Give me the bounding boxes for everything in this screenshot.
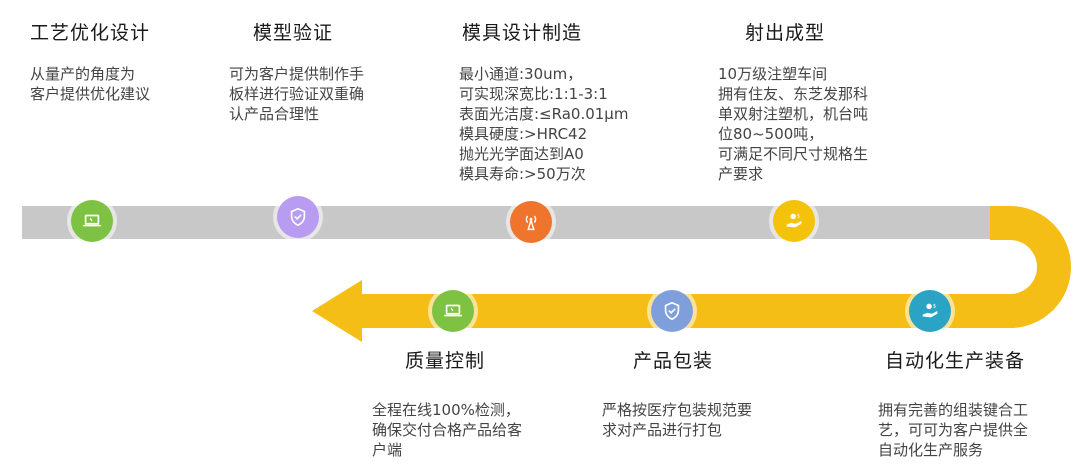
- arrow-head: [312, 280, 362, 342]
- stage-node-packaging: [651, 290, 693, 332]
- stage-node-process-design: [71, 200, 113, 242]
- stage-node-mold-manufacturing: [510, 201, 552, 243]
- stage-desc-packaging: 严格按医疗包装规范要 求对产品进行打包: [602, 401, 753, 439]
- stage-title-automation: 自动化生产装备: [885, 350, 1026, 372]
- stage-title-packaging: 产品包装: [633, 350, 714, 372]
- stage-title-mold-manufacturing: 模具设计制造: [462, 22, 583, 44]
- stage-desc-injection-molding: 10万级注塑车间 拥有住友、东芝发那科 单双射注塑机，机台吨 位80~500吨，…: [718, 65, 869, 183]
- stage-desc-mold-manufacturing: 最小通道:30um， 可实现深宽比:1:1-3:1 表面光洁度:≤Ra0.01μ…: [459, 65, 629, 183]
- laptop-icon: [82, 214, 102, 227]
- hand-money-icon: $: [786, 213, 802, 228]
- hand-money-icon: $: [922, 303, 938, 318]
- stage-desc-quality-control: 全程在线100%检测， 确保交付合格产品给客 户端: [372, 401, 523, 459]
- stage-desc-process-design: 从量产的角度为 客户提供优化建议: [30, 65, 151, 103]
- svg-text:$: $: [797, 213, 801, 219]
- stage-title-injection-molding: 射出成型: [745, 22, 826, 44]
- svg-text:$: $: [933, 303, 937, 309]
- shield-icon: [664, 301, 680, 321]
- signal-tower-icon: [525, 215, 537, 231]
- laptop-icon: [443, 304, 463, 317]
- stage-node-injection-molding: $: [773, 200, 815, 242]
- shield-icon: [290, 207, 306, 227]
- stage-node-model-validation: [277, 196, 319, 238]
- stage-title-model-validation: 模型验证: [253, 22, 334, 44]
- stage-title-process-design: 工艺优化设计: [30, 22, 151, 44]
- stage-node-quality-control: [432, 290, 474, 332]
- stage-desc-model-validation: 可为客户提供制作手 板样进行验证双重确 认产品合理性: [229, 65, 365, 123]
- stage-node-automation: $: [909, 290, 951, 332]
- stage-desc-automation: 拥有完善的组装键合工 艺，可可为客户提供全 自动化生产服务: [878, 401, 1029, 459]
- stage-title-quality-control: 质量控制: [405, 350, 486, 372]
